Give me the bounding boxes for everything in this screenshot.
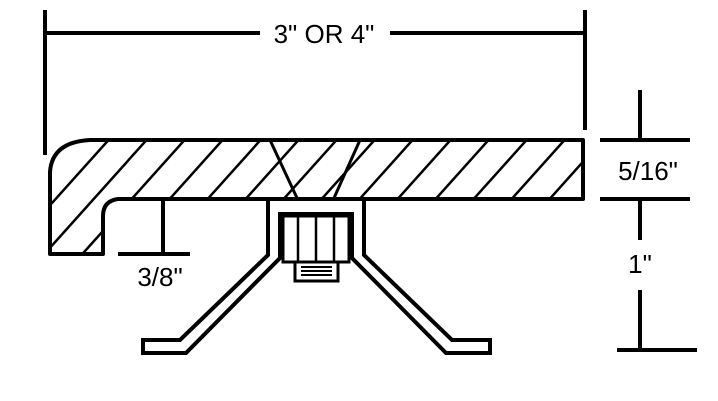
board-outline [48,138,585,256]
height-label: 1" [628,249,652,279]
groove-line-left [268,139,299,199]
clip-outline [141,201,492,355]
width-dimension: 3" OR 4" [43,10,587,155]
thickness-label: 5/16" [618,156,678,186]
groove-line-right [332,139,362,199]
thickness-dimension: 5/16" [600,90,690,201]
width-label: 3" OR 4" [274,19,375,49]
height-dimension: 1" [617,199,697,352]
mounting-clip [141,201,492,355]
lip-dimension: 3/8" [118,199,190,292]
lip-label: 3/8" [137,262,182,292]
fastener-bolt [281,214,351,283]
